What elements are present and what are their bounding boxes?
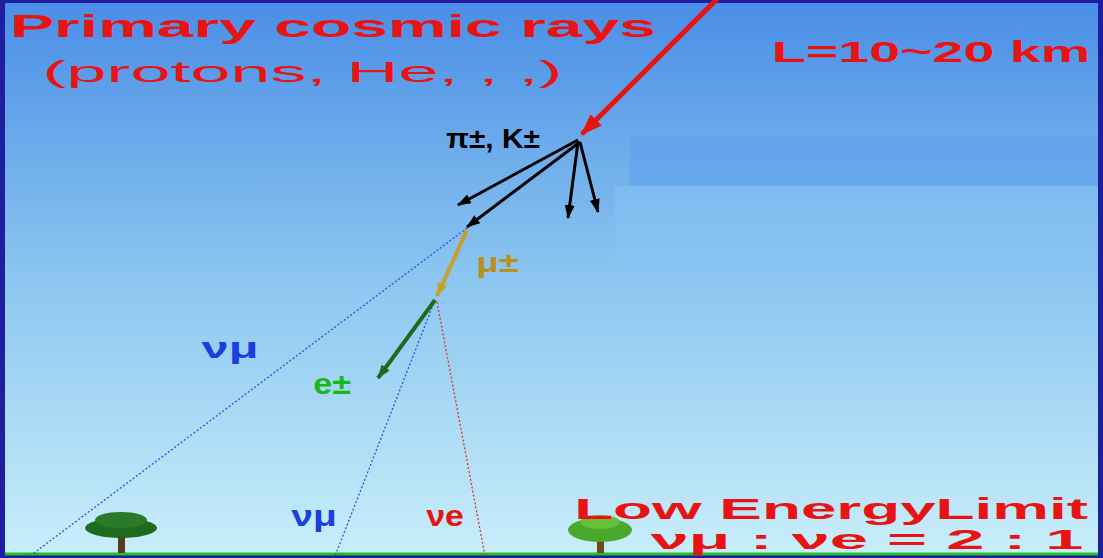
note-label: (protons, He, , ,) [40, 56, 565, 88]
numu-track [30, 228, 467, 556]
note-label: Low EnergyLimit [572, 493, 1090, 525]
distance-label: L=10~20 km [770, 36, 1092, 68]
muon-arrow [437, 230, 467, 296]
meson-arrow [467, 142, 580, 227]
particle-label: μ± [475, 248, 520, 277]
sky-background [5, 3, 1098, 555]
sky-panel [630, 136, 1098, 186]
electron-arrow [378, 300, 435, 378]
particle-label: νμ [200, 332, 260, 364]
secondary-arrow [568, 142, 578, 218]
sky-panel [615, 186, 1098, 276]
numu-track [335, 300, 435, 556]
tree-left [85, 512, 157, 553]
particle-label: e± [312, 368, 352, 400]
particle-label: νμ [290, 500, 338, 532]
heading-label: Primary cosmic rays [8, 10, 658, 44]
particle-label: νe [425, 500, 465, 532]
ratio-label: νμ : νe = 2 : 1 [648, 525, 1086, 554]
particle-label: π±, K± [445, 124, 541, 153]
secondary-arrow [580, 142, 598, 212]
